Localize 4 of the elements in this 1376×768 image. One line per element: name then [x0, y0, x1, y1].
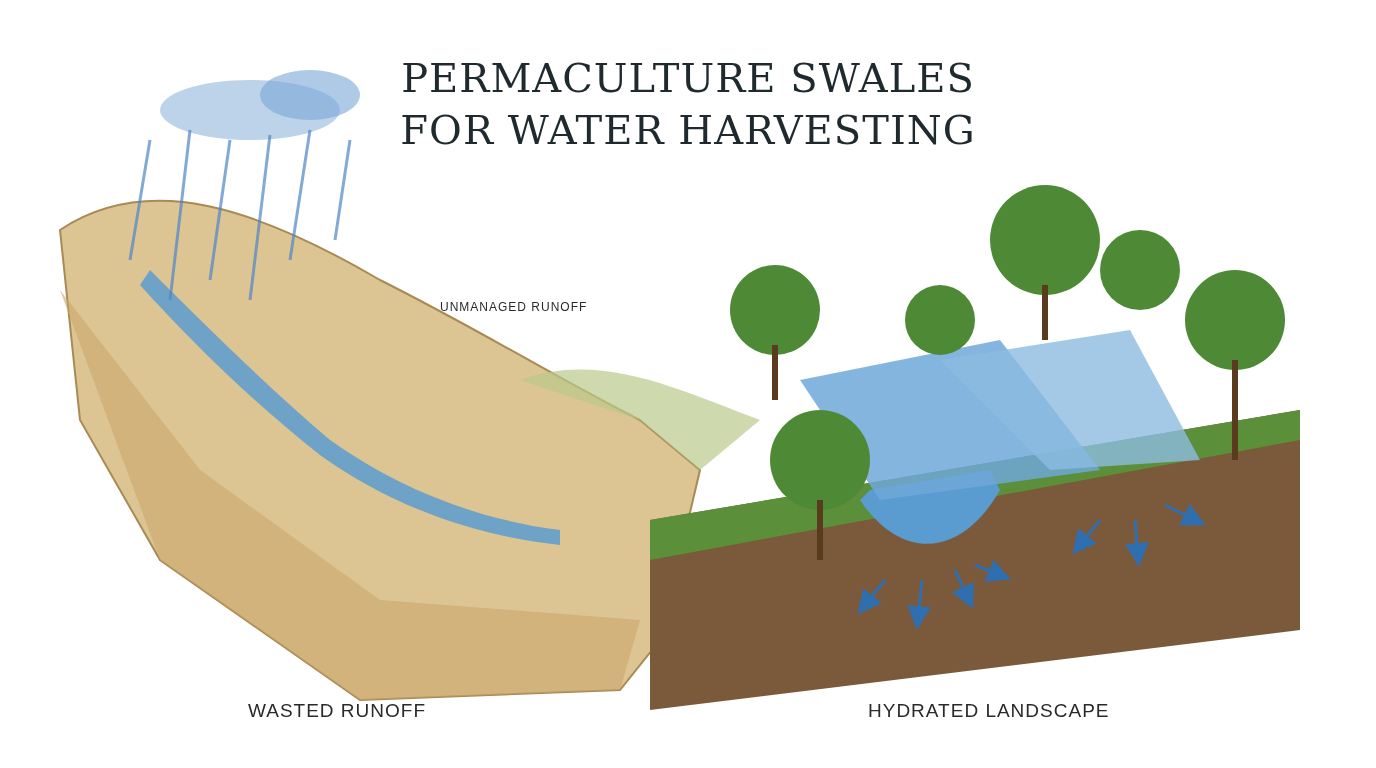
region-label: WASTED RUNOFF — [248, 700, 426, 722]
region-label: HYDRATED LANDSCAPE — [868, 700, 1110, 722]
region-label: UNMANAGED RUNOFF — [440, 300, 588, 314]
title: PERMACULTURE SWALES FOR WATER HARVESTING — [399, 54, 977, 155]
